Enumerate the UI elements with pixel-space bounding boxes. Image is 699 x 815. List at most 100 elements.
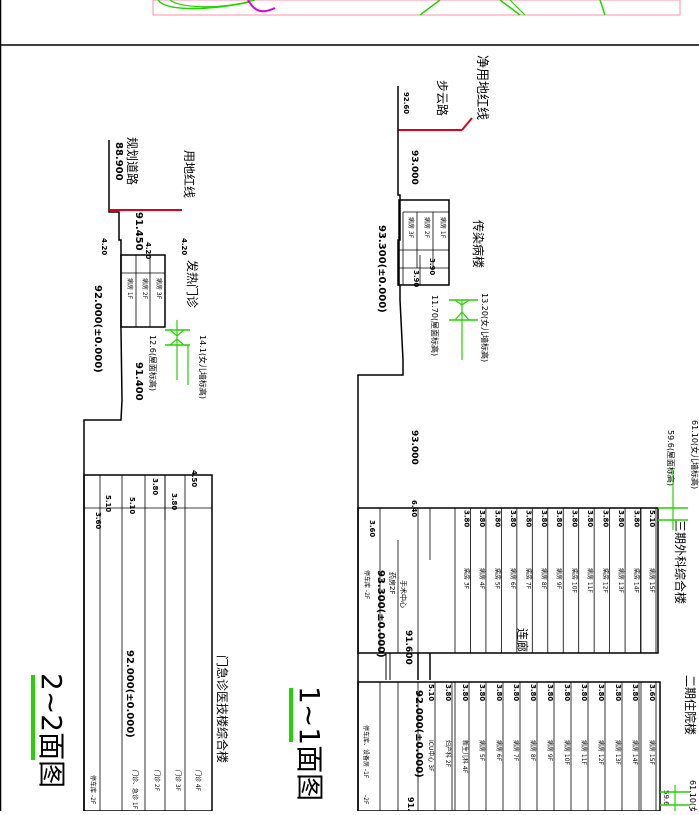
floor-label: 妇产科 2F (444, 740, 452, 768)
fever-bldg-name: 发热门诊 (185, 260, 200, 308)
corridor: 连廊 (385, 628, 530, 680)
floor-height-dim: 5.10 (427, 684, 435, 701)
outpatient-building: 5.10 3.60 5.10 3.80 3.80 4.50 92.000(±0.… (83, 470, 230, 812)
floor-height-dim: 3.80 (586, 510, 594, 527)
infect-bldg-name: 传染病楼 (471, 220, 486, 268)
surgery-zero-elev: 93.300(±0.000) (375, 570, 386, 658)
floor-label: 病房 7F (524, 568, 532, 590)
outpatient-floor-b2: 停车库 -2F (89, 775, 97, 805)
road-label-2: 规划道路 (125, 137, 140, 185)
ground-elev-2-1: 91.450 (133, 212, 144, 251)
svg-text:病房 1F: 病房 1F (126, 278, 134, 300)
svg-text:5.10: 5.10 (128, 497, 136, 514)
outpatient-floor-1: 门诊、急诊 1F (131, 770, 139, 810)
road-elev-label: 92.60 (402, 92, 410, 114)
svg-text:4.20: 4.20 (180, 238, 188, 255)
fever-zero-elev: 92.000(±0.000) (92, 285, 103, 373)
floor-label: 病房 11F (580, 740, 588, 766)
floor-height-dim: 3.80 (478, 510, 486, 527)
floor-height-dim: 3.80 (563, 684, 571, 701)
floor-height-dim: 3.80 (478, 684, 486, 701)
svg-text:5.10: 5.10 (104, 495, 112, 512)
inpatient-parapet: 61.10(女儿墙标高) (688, 780, 698, 811)
boundary-label: 净用地红线 (474, 55, 490, 120)
floor-height-dim: 3.80 (524, 510, 532, 527)
ground-elev-mid: 93.000 (409, 430, 419, 465)
infect-parapet: 13.20(女儿墙标高) (480, 293, 490, 362)
floor-height-dim: 3.80 (614, 684, 622, 701)
floor-height-dim: 3.80 (495, 684, 503, 701)
svg-text:4.50: 4.50 (190, 470, 198, 487)
floor-height-dim: 3.80 (493, 510, 501, 527)
corridor-label: 连廊 (515, 628, 530, 652)
section-1: 净用地红线 步云路 92.60 93.000 93.000 91.600 病房 … (289, 55, 699, 815)
floor-height-dim: 3.80 (462, 510, 470, 527)
boundary-label-2: 用地红线 (182, 150, 197, 198)
floor-label: 病房 8F (529, 740, 537, 762)
floor-label: 病房 13F (614, 740, 622, 766)
ground-elev-corridor: 91.600 (403, 630, 413, 665)
floor-height-dim: 3.80 (540, 510, 548, 527)
floor-label: 病房 15F (648, 740, 656, 766)
floor-label: 新生儿科 4F (461, 740, 469, 774)
outpatient-bldg-name: 门急诊医技楼综合楼 (215, 655, 230, 763)
floor-height-dim: 3.80 (546, 684, 554, 701)
ground-elev-top: 93.000 (409, 150, 419, 185)
ground-elev-2-2: 91.400 (133, 362, 144, 401)
floor-label: 病房 9F (546, 740, 554, 762)
road-label: 步云路 (435, 80, 450, 116)
floor-height-dim: 3.80 (597, 684, 605, 701)
floor-label: 病房 3F (462, 568, 470, 590)
outpatient-floor-4: 门诊 4F (194, 770, 202, 792)
floor-label: 病房 10F (563, 740, 571, 766)
surgery-base-dim: 3.60 (368, 520, 376, 537)
floor-label: 病房 10F (571, 568, 579, 594)
svg-text:3.80: 3.80 (170, 493, 178, 510)
floor-height-dim: 5.10 (648, 510, 656, 527)
svg-text:4.20: 4.20 (100, 238, 108, 255)
floor-height-dim: 3.80 (580, 684, 588, 701)
svg-text:4.20: 4.20 (144, 242, 152, 259)
floor-label: 病房 4F (478, 568, 486, 590)
floor-height-dim: 3.80 (555, 510, 563, 527)
floor-label: 病房 12F (597, 740, 605, 766)
floor-label: 病房 6F (495, 740, 503, 762)
floor-label: 病房 5F (493, 568, 501, 590)
site-plan-fragment (152, 0, 681, 16)
road-elev-2: 88.900 (113, 142, 124, 181)
floor-label: 病房 6F (509, 568, 517, 590)
fever-clinic-building: 病房 1F 病房 2F 病房 3F 4.20 4.20 4.20 发热门诊 92… (92, 238, 208, 399)
floor-height-dim: 3.80 (461, 684, 469, 701)
inpatient-roof: 59.6 (662, 790, 670, 806)
surgery-parapet: 61.10(女儿墙标高) (690, 420, 699, 489)
surgery-bldg-name: 三期外科综合楼 (673, 520, 688, 604)
floor-height-dim: 3.80 (529, 684, 537, 701)
surgery-side-label-1: 药房2F (388, 572, 397, 594)
floor-height-dim: 3.80 (633, 510, 641, 527)
outpatient-floor-2: 门诊 2F (153, 770, 161, 792)
inpatient-basement-1: 停车库、设备房 -1F (362, 725, 370, 779)
svg-text:病房 3F: 病房 3F (155, 278, 163, 300)
floor-height-dim: 3.80 (631, 684, 639, 701)
inpatient-zero-elev: 92.000(±0.000) (413, 690, 424, 778)
fever-roof: 12.6(屋面标高) (148, 335, 158, 391)
surgery-basement-1: 停车库 -2F (363, 570, 371, 600)
floor-height-dim: 3.80 (509, 510, 517, 527)
inpatient-bldg-name: 二期住院楼 (683, 675, 698, 735)
surgery-side-label-2: 手术中心 (399, 580, 408, 608)
svg-text:3.90: 3.90 (428, 258, 436, 275)
floor-label: 病房 5F (478, 740, 486, 762)
infect-roof: 11.70(屋面标高) (430, 295, 440, 356)
outpatient-zero-elev: 92.000(±0.000) (124, 650, 135, 738)
infectious-disease-building: 病房 3F 病房 2F 病房 1F 3.90 3.90 传染病楼 93.300(… (376, 199, 490, 362)
floor-label: 病房 9F (555, 568, 563, 590)
svg-text:3.90: 3.90 (412, 270, 420, 287)
svg-text:病房 1F: 病房 1F (439, 217, 447, 239)
svg-text:病房 3F: 病房 3F (407, 217, 415, 239)
